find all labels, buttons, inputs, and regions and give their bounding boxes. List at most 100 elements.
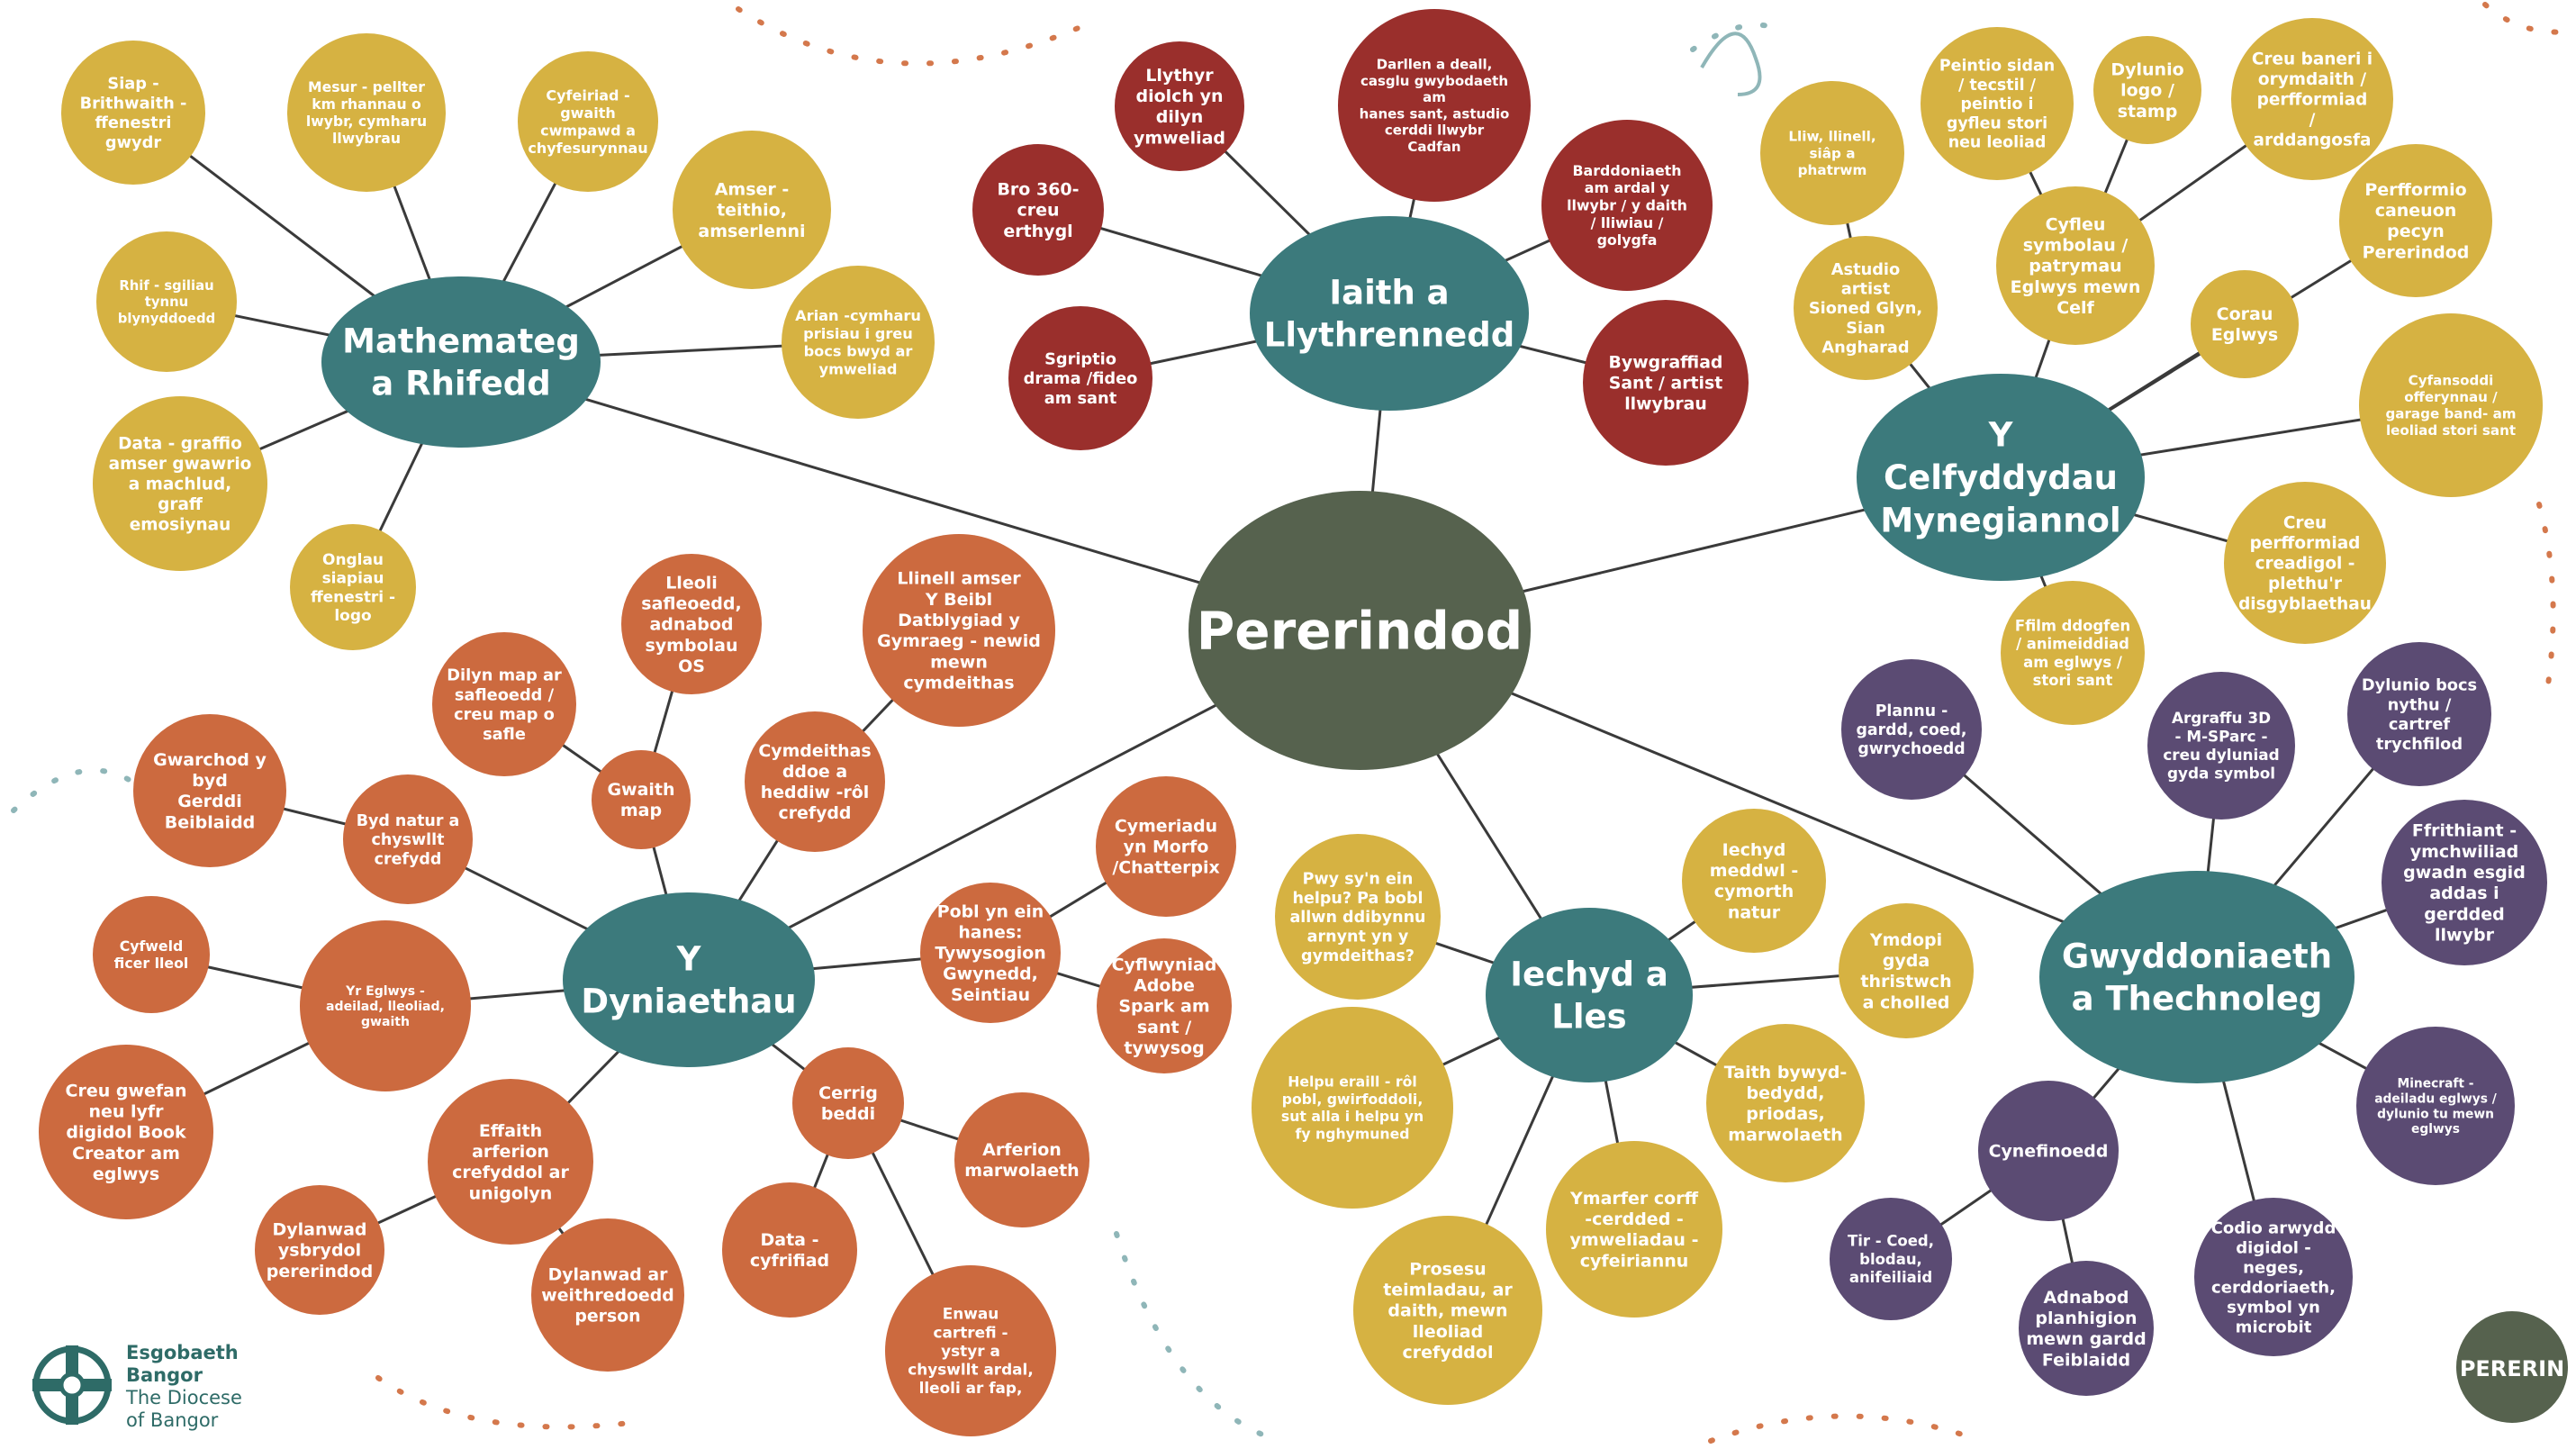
node-circle-d16 bbox=[954, 1092, 1089, 1227]
node-circle-d9 bbox=[920, 883, 1061, 1023]
node-circle-g3 bbox=[2347, 642, 2491, 786]
node-circle-c2 bbox=[1921, 27, 2074, 180]
node-circle-m1 bbox=[61, 41, 205, 185]
node-circle-m2 bbox=[287, 33, 446, 192]
node-circle-g4 bbox=[2382, 800, 2547, 965]
node-circle-i4 bbox=[1541, 120, 1713, 291]
node-circle-d19 bbox=[722, 1182, 857, 1318]
hub-ellipse-gwyddoniaeth bbox=[2039, 871, 2355, 1083]
node-circle-g9 bbox=[2194, 1198, 2353, 1356]
node-circle-g2 bbox=[2147, 672, 2295, 820]
decorative-dots-1 bbox=[736, 6, 1083, 67]
node-circle-d3 bbox=[432, 632, 576, 776]
node-circle-g1 bbox=[1841, 659, 1982, 800]
hub-ellipse-iechyd bbox=[1486, 908, 1693, 1082]
node-circle-m3 bbox=[518, 51, 658, 192]
node-circle-i6 bbox=[1583, 300, 1749, 466]
node-circle-g5 bbox=[2356, 1027, 2515, 1185]
node-circle-d13 bbox=[39, 1045, 213, 1219]
hub-ellipse-mathemateg bbox=[321, 276, 601, 448]
node-circle-h5 bbox=[1706, 1024, 1865, 1182]
decorative-dots-5 bbox=[1114, 1231, 1281, 1444]
node-label-h5: Taith bywyd-bedydd,priodas,marwolaeth bbox=[1724, 1063, 1847, 1146]
node-circle-c10 bbox=[2224, 482, 2386, 644]
decorative-dots-2 bbox=[1690, 22, 1776, 52]
node-circle-c8 bbox=[2191, 270, 2299, 378]
node-label-d19: Data -cyfrifiad bbox=[750, 1230, 829, 1271]
node-label-d12: Yr Eglwys -adeilad, lleoliad,gwaith bbox=[326, 984, 445, 1029]
hub-ellipse-iaith bbox=[1250, 216, 1529, 411]
node-circle-h3 bbox=[1839, 903, 1974, 1038]
node-circle-d4 bbox=[592, 750, 691, 849]
node-circle-m8 bbox=[290, 524, 416, 650]
node-circle-d11 bbox=[93, 896, 210, 1013]
node-d12: Yr Eglwys -adeilad, lleoliad,gwaith bbox=[300, 920, 471, 1091]
celtic-cross-icon bbox=[32, 1345, 112, 1425]
decorative-dots-3 bbox=[2482, 2, 2573, 35]
node-circle-c5 bbox=[1794, 236, 1938, 380]
hub-ellipse-celfyddydau bbox=[1857, 374, 2145, 581]
node-circle-i5 bbox=[1008, 306, 1152, 450]
node-circle-c6 bbox=[1996, 186, 2155, 345]
hub-ellipse-dyniaethau bbox=[563, 892, 815, 1067]
